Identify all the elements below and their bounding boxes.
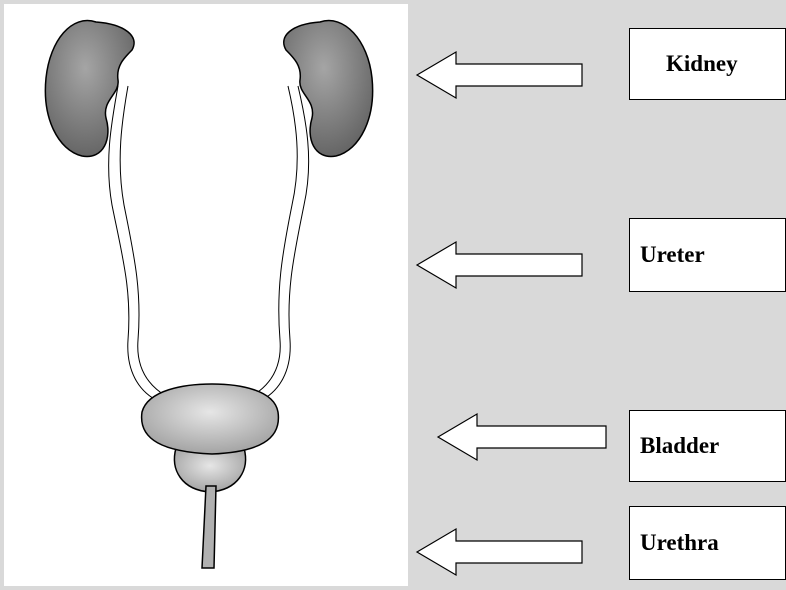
- right-ureter: [252, 86, 309, 402]
- left-ureter: [109, 86, 166, 402]
- bladder-label: Bladder: [629, 410, 786, 482]
- ureter-label: Ureter: [629, 218, 786, 292]
- bladder: [142, 384, 279, 492]
- right-kidney: [284, 21, 373, 157]
- arrow-kidney-icon: [417, 52, 582, 98]
- urethra-label: Urethra: [629, 506, 786, 580]
- arrow-bladder-icon: [438, 414, 606, 460]
- arrow-urethra-icon: [417, 529, 582, 575]
- urethra: [202, 486, 216, 568]
- arrow-ureter-icon: [417, 242, 582, 288]
- kidney-label: Kidney: [629, 28, 786, 100]
